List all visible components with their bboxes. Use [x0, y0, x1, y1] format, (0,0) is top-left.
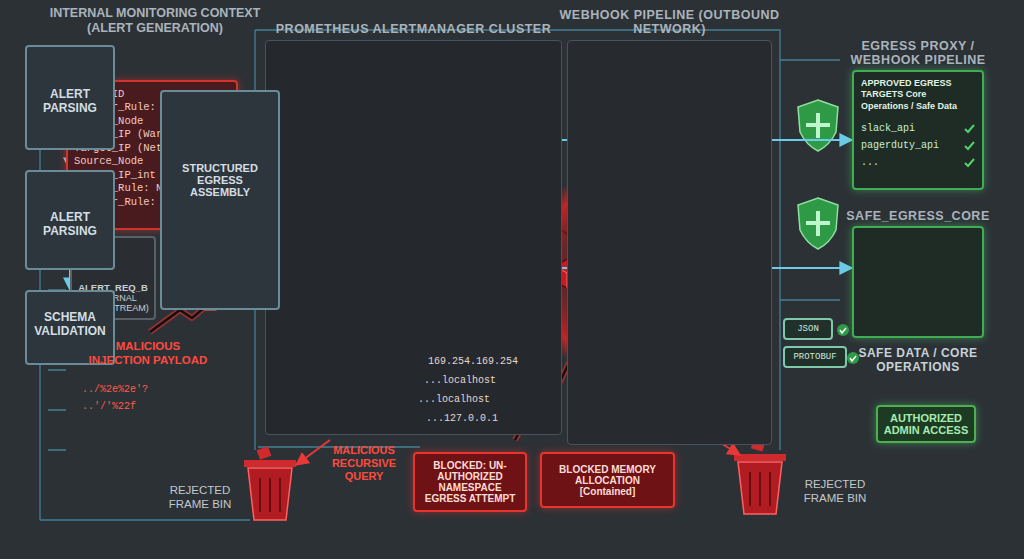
section-heading: EGRESS PROXY / WEBHOOK PIPELINE: [844, 39, 992, 67]
text: SAFE DATA / CORE OPERATIONS: [858, 346, 977, 374]
caption-text: SAFE DATA / CORE OPERATIONS: [844, 346, 992, 374]
text: ...: [861, 157, 879, 168]
payload-string: ..'/'%22f: [82, 401, 192, 413]
format-tag: PROTOBUF: [783, 346, 847, 368]
format-tag: JSON: [783, 318, 833, 340]
bin-label: REJECTED FRAME BIN: [155, 484, 245, 512]
section-heading: SAFE_EGRESS_CORE: [844, 209, 992, 223]
text: SCHEMA VALIDATION: [34, 310, 106, 338]
text: ALERT PARSING: [43, 87, 97, 115]
target-item: slack_api: [861, 123, 975, 134]
node-text: ALERT PARSING: [32, 210, 108, 238]
pipeline-panel: WEBHOOK PIPELINE (OUTBOUND NETWORK): [567, 40, 772, 445]
node-text: AUTHORIZED ADMIN ACCESS: [883, 412, 969, 436]
section-heading: WEBHOOK PIPELINE (OUTBOUND NETWORK): [558, 8, 781, 36]
text: JSON: [797, 324, 819, 334]
egress-targets-box: EGRESS PROXY / WEBHOOK PIPELINEAPPROVED …: [852, 70, 984, 190]
text: pagerduty_api: [861, 140, 939, 151]
section-heading: INTERNAL MONITORING CONTEXT (ALERT GENER…: [40, 6, 270, 36]
ip-string: 169.254.169.254: [428, 356, 543, 368]
cluster-panel: PROMETHEUS ALERTMANAGER CLUSTER: [265, 40, 562, 435]
text: EGRESS PROXY / WEBHOOK PIPELINE: [850, 39, 985, 67]
target-item: ...: [861, 157, 975, 168]
text: WEBHOOK PIPELINE (OUTBOUND NETWORK): [560, 8, 780, 36]
blocked-box: BLOCKED MEMORY ALLOCATION [Contained]: [540, 452, 675, 508]
access-box: AUTHORIZED ADMIN ACCESS: [876, 405, 976, 443]
box-heading: APPROVED EGRESS TARGETS Core Operations …: [861, 78, 975, 112]
text: PROMETHEUS ALERTMANAGER CLUSTER: [276, 22, 551, 36]
text: Source_Node: [74, 155, 143, 167]
text: PROTOBUF: [793, 352, 836, 362]
node-text: SCHEMA VALIDATION: [32, 310, 108, 338]
circuit-wires: [40, 30, 840, 520]
ip-string: ...localhost: [418, 394, 528, 406]
node-text: BLOCKED MEMORY ALLOCATION [Contained]: [547, 464, 668, 497]
node-text: JSON: [788, 324, 828, 334]
process-box: ALERT PARSING: [25, 170, 115, 270]
text: BLOCKED MEMORY ALLOCATION [Contained]: [559, 464, 656, 497]
node-text: STRUCTURED EGRESS ASSEMBLY: [168, 162, 272, 198]
check-mark: [964, 157, 975, 168]
process-box: STRUCTURED EGRESS ASSEMBLY: [160, 90, 280, 310]
check-mark: [964, 123, 975, 134]
text: AUTHORIZED ADMIN ACCESS: [884, 412, 969, 436]
node-text: ALERT PARSING: [32, 87, 108, 115]
safe-core-box: SAFE_EGRESS_CORESAFE DATA / CORE OPERATI…: [852, 226, 984, 338]
ip-string: ...127.0.0.1: [426, 413, 536, 425]
blocked-box: BLOCKED: UN-AUTHORIZED NAMESPACE EGRESS …: [413, 452, 527, 512]
node-text: BLOCKED: UN-AUTHORIZED NAMESPACE EGRESS …: [420, 460, 520, 504]
payload-string: ../%2e%2e'?: [82, 384, 192, 396]
process-box: SCHEMA VALIDATION: [25, 290, 115, 365]
text: slack_api: [861, 123, 915, 134]
section-heading: PROMETHEUS ALERTMANAGER CLUSTER: [256, 22, 571, 36]
attack-label: MALICIOUS RECURSIVE QUERY: [318, 444, 410, 484]
text: APPROVED EGRESS TARGETS Core Operations …: [861, 78, 957, 111]
text: ALERT PARSING: [43, 210, 97, 238]
bin-label: REJECTED FRAME BIN: [790, 478, 880, 506]
text: STRUCTURED EGRESS ASSEMBLY: [182, 162, 258, 198]
process-box: ALERT PARSING: [25, 45, 115, 150]
check-mark: [964, 140, 975, 151]
target-item: pagerduty_api: [861, 140, 975, 151]
attack-label: MALICIOUS INJECTION PAYLOAD: [88, 340, 208, 368]
text: BLOCKED: UN-AUTHORIZED NAMESPACE EGRESS …: [425, 460, 516, 504]
text: SAFE_EGRESS_CORE: [846, 209, 989, 223]
ip-string: ...localhost: [424, 375, 534, 387]
node-text: PROTOBUF: [788, 352, 842, 362]
